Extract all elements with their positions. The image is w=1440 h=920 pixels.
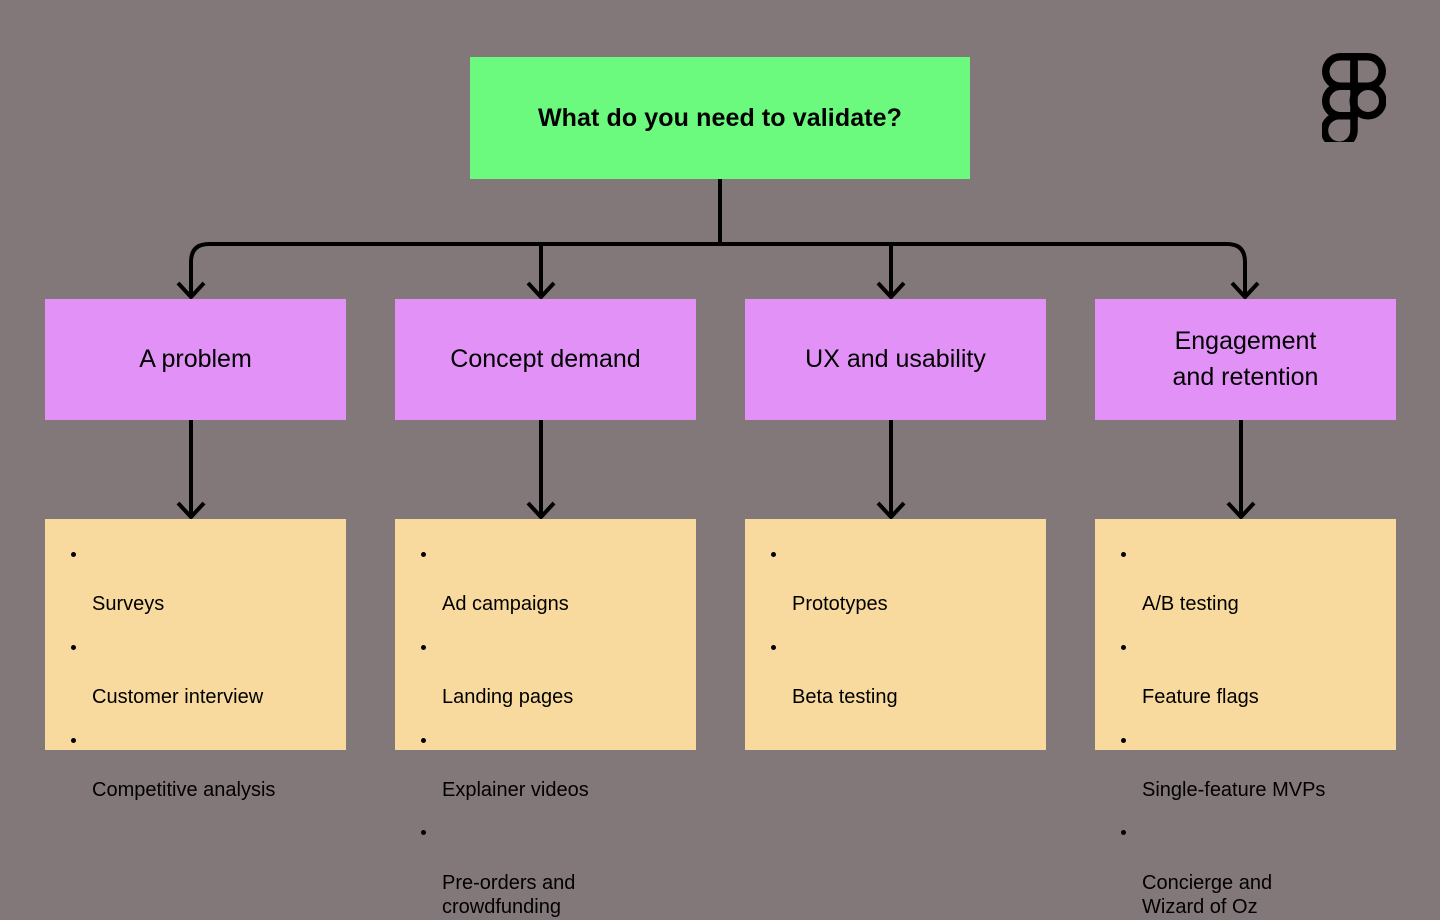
list-item: Surveys	[69, 543, 328, 617]
arrowhead-category-1	[176, 281, 206, 300]
list-item-label: Customer interview	[92, 685, 264, 708]
list-item: Prototypes	[769, 543, 1028, 617]
root-node-label: What do you need to validate?	[537, 103, 903, 132]
arrowhead-category-3	[876, 281, 906, 300]
list-item: Customer interview	[69, 636, 328, 710]
arrowhead-list-4	[1226, 501, 1256, 520]
method-list: Surveys Customer interview Competitive a…	[69, 543, 328, 802]
category-node-4[interactable]: Engagement and retention	[1095, 299, 1396, 420]
method-list-node-1[interactable]: Surveys Customer interview Competitive a…	[45, 519, 346, 801]
arrowhead-list-2	[526, 501, 556, 520]
list-item: Competitive analysis	[69, 729, 328, 803]
list-item-label: Surveys	[92, 593, 165, 616]
arrowhead-category-2	[526, 281, 556, 300]
list-item-label: Single-feature MVPs	[1142, 778, 1326, 801]
connector-bus	[189, 242, 1247, 295]
list-item: Single-feature MVPs	[1119, 729, 1378, 803]
bullet-dot-icon	[421, 830, 426, 836]
bullet-dot-icon	[771, 552, 776, 557]
arrowhead-category-4	[1230, 281, 1260, 300]
list-item-label: A/B testing	[1142, 593, 1239, 616]
category-node-1[interactable]: A problem	[45, 299, 346, 420]
arrowhead-list-1	[176, 501, 206, 520]
method-list: A/B testing Feature flags Single-feature…	[1119, 543, 1378, 920]
bullet-dot-icon	[71, 552, 76, 557]
method-list: Ad campaigns Landing pages Explainer vid…	[419, 543, 678, 920]
figma-logo-icon	[1322, 53, 1386, 142]
method-list-node-4[interactable]: A/B testing Feature flags Single-feature…	[1095, 519, 1396, 918]
list-item: Explainer videos	[419, 729, 678, 803]
method-list-node-3[interactable]: Prototypes Beta testing	[745, 519, 1046, 750]
diagram-canvas: What do you need to validate? A problem …	[45, 53, 1396, 919]
bullet-dot-icon	[421, 552, 426, 557]
bullet-dot-icon	[1121, 644, 1126, 650]
category-node-label: A problem	[139, 344, 252, 373]
list-item: Beta testing	[769, 636, 1028, 710]
bullet-dot-icon	[421, 644, 426, 650]
category-node-label: UX and usability	[805, 344, 986, 373]
list-item: A/B testing	[1119, 543, 1378, 617]
list-item-label: Prototypes	[792, 593, 888, 616]
bullet-dot-icon	[71, 737, 76, 743]
list-item: Pre-orders and crowdfunding	[419, 821, 678, 919]
list-item-label: Feature flags	[1142, 685, 1259, 708]
method-list-node-2[interactable]: Ad campaigns Landing pages Explainer vid…	[395, 519, 696, 918]
category-node-3[interactable]: UX and usability	[745, 299, 1046, 420]
bullet-dot-icon	[1121, 737, 1126, 743]
category-node-label: Engagement and retention	[1172, 327, 1319, 391]
list-item: Ad campaigns	[419, 543, 678, 617]
list-item-label: Competitive analysis	[92, 778, 276, 801]
list-item: Feature flags	[1119, 636, 1378, 710]
root-node[interactable]: What do you need to validate?	[470, 57, 970, 179]
list-item-label: Explainer videos	[442, 778, 589, 801]
bullet-dot-icon	[421, 737, 426, 743]
bullet-dot-icon	[771, 644, 776, 650]
list-item-label: Concierge and Wizard of Oz	[1142, 871, 1273, 919]
list-item-label: Landing pages	[442, 685, 574, 708]
list-item: Landing pages	[419, 636, 678, 710]
list-item-label: Beta testing	[792, 685, 898, 708]
list-item-label: Ad campaigns	[442, 593, 569, 616]
bullet-dot-icon	[71, 644, 76, 650]
method-list: Prototypes Beta testing	[769, 543, 1028, 710]
bullet-dot-icon	[1121, 830, 1126, 836]
arrowhead-list-3	[876, 501, 906, 520]
list-item-label: Pre-orders and crowdfunding	[442, 871, 576, 919]
category-node-label: Concept demand	[450, 344, 641, 373]
category-node-2[interactable]: Concept demand	[395, 299, 696, 420]
list-item: Concierge and Wizard of Oz	[1119, 821, 1378, 919]
bullet-dot-icon	[1121, 552, 1126, 557]
